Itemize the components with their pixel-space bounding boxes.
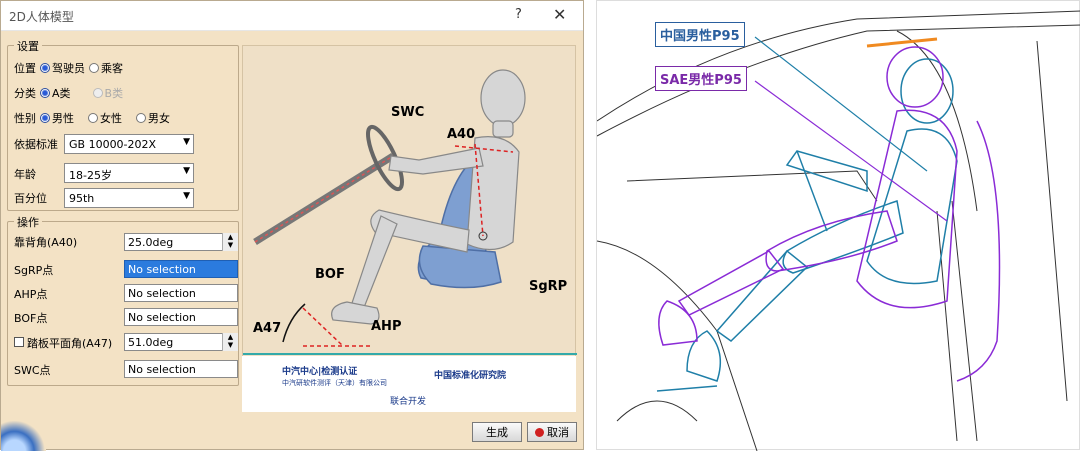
settings-group: 设置 位置 驾驶员 乘客 分类 A类 B类 性别 男性 女性 男女 依据标准 G…: [7, 38, 239, 211]
label-sae-male-p95: SAE男性P95: [655, 66, 747, 91]
title-bar: 2D人体模型 ? ✕: [1, 1, 583, 31]
radio-class-a[interactable]: [40, 88, 50, 98]
radio-class-a-label: A类: [52, 87, 71, 100]
radio-both[interactable]: [136, 113, 146, 123]
radio-both-label: 男女: [148, 112, 170, 125]
percentile-label: 百分位: [14, 192, 47, 205]
a40-spinner[interactable]: ▲▼: [222, 233, 238, 251]
sgrp-field[interactable]: No selection: [124, 260, 238, 278]
spin-up-icon[interactable]: ▲: [227, 333, 234, 341]
chevron-down-icon: ▼: [183, 191, 190, 201]
cnis-logo-text: 中国标准化研究院: [434, 371, 507, 381]
radio-female-label: 女性: [100, 112, 122, 125]
ahp-label: AHP点: [14, 288, 48, 301]
class-row: 分类 A类 B类: [14, 85, 123, 101]
spin-down-icon[interactable]: ▼: [227, 341, 234, 349]
label-a40: A40: [447, 127, 475, 142]
joint-dev-label: 联合开发: [390, 397, 427, 407]
generate-button[interactable]: 生成: [472, 422, 522, 442]
label-a47: A47: [253, 321, 281, 336]
vehicle-manikin-overlay: [596, 10, 1080, 452]
ahp-field[interactable]: No selection: [124, 284, 238, 302]
human-model-dialog: 2D人体模型 ? ✕ 设置 位置 驾驶员 乘客 分类 A类 B类 性别 男性 女…: [0, 0, 584, 451]
radio-driver-label: 驾驶员: [52, 62, 85, 75]
a40-label: 靠背角(A40): [14, 236, 78, 249]
label-china-male-p95: 中国男性P95: [655, 22, 745, 47]
swc-field[interactable]: No selection: [124, 360, 238, 378]
a40-input[interactable]: 25.0deg: [124, 233, 238, 251]
cancel-button[interactable]: 取消: [527, 422, 577, 442]
standard-label: 依据标准: [14, 138, 58, 151]
posture-illustration: SWC A40 BOF A47 AHP SgRP: [242, 45, 577, 411]
swc-label: SWC点: [14, 364, 51, 377]
gender-row: 性别 男性 女性 男女: [14, 110, 170, 126]
partner-logos: 中汽中心|检测认证 中汽研软件测评（天津）有限公司 中国标准化研究院 联合开发: [242, 356, 576, 412]
age-select-value: 18-25岁: [69, 169, 112, 182]
seated-manikin-diagram: SWC A40 BOF A47 AHP SgRP: [243, 69, 577, 355]
radio-female[interactable]: [88, 113, 98, 123]
radio-class-b[interactable]: [92, 88, 103, 98]
bof-label: BOF点: [14, 312, 48, 325]
dialog-title: 2D人体模型: [9, 10, 74, 24]
percentile-select-value: 95th: [69, 192, 95, 205]
position-row: 位置 驾驶员 乘客: [14, 60, 123, 76]
position-label: 位置: [14, 62, 36, 75]
standard-select-value: GB 10000-202X: [69, 138, 157, 151]
age-label: 年龄: [14, 168, 36, 181]
percentile-select[interactable]: 95th ▼: [64, 188, 194, 208]
bof-field[interactable]: No selection: [124, 308, 238, 326]
a47-row: 踏板平面角(A47): [14, 335, 112, 351]
operations-group: 操作 靠背角(A40) 25.0deg ▲▼ SgRP点 No selectio…: [7, 214, 239, 386]
label-bof: BOF: [315, 267, 345, 282]
class-label: 分类: [14, 87, 36, 100]
radio-driver[interactable]: [40, 63, 50, 73]
label-swc: SWC: [391, 105, 424, 120]
sgrp-label: SgRP点: [14, 264, 54, 277]
chevron-down-icon: ▼: [183, 137, 190, 147]
cancel-button-label: 取消: [547, 426, 569, 439]
a47-label: 踏板平面角(A47): [27, 337, 113, 350]
age-select[interactable]: 18-25岁 ▼: [64, 163, 194, 183]
app-orb-icon: [1, 421, 46, 451]
caac-logo-text: 中汽中心|检测认证: [282, 367, 358, 377]
a47-spinner[interactable]: ▲▼: [222, 333, 238, 351]
close-button[interactable]: ✕: [553, 5, 567, 24]
radio-male[interactable]: [40, 113, 50, 123]
label-ahp: AHP: [371, 319, 401, 334]
cad-overlay-drawing: 中国男性P95 SAE男性P95: [596, 0, 1080, 452]
a47-checkbox[interactable]: [14, 337, 24, 347]
help-button[interactable]: ?: [515, 7, 522, 22]
a47-input[interactable]: 51.0deg: [124, 333, 238, 351]
spin-down-icon[interactable]: ▼: [227, 241, 234, 249]
caac-logo-subtext: 中汽研软件测评（天津）有限公司: [282, 379, 387, 387]
spin-up-icon[interactable]: ▲: [227, 233, 234, 241]
label-sgrp: SgRP: [529, 279, 567, 294]
radio-male-label: 男性: [52, 112, 74, 125]
standard-select[interactable]: GB 10000-202X ▼: [64, 134, 194, 154]
radio-passenger-label: 乘客: [101, 62, 123, 75]
gender-label: 性别: [14, 112, 36, 125]
operations-group-title: 操作: [14, 214, 42, 230]
settings-group-title: 设置: [14, 38, 42, 54]
radio-passenger[interactable]: [89, 63, 99, 73]
cancel-icon: [535, 427, 544, 437]
radio-class-b-label: B类: [104, 87, 124, 100]
chevron-down-icon: ▼: [183, 166, 190, 176]
